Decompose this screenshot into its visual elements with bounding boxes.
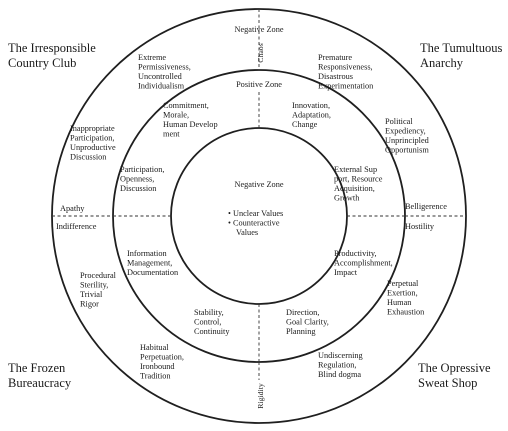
- belligerence-label: Belligerence: [405, 202, 447, 211]
- middle-top-left-text: Commitment, Morale, Human Develop ment: [163, 101, 220, 139]
- chaos-label: Chaos: [256, 43, 265, 63]
- outer-top-left-text: Extreme Permissiveness, Uncontrolled Ind…: [138, 53, 193, 91]
- middle-left-upper-text: Participation, Openness, Discussion: [120, 165, 167, 193]
- apathy-label: Apathy: [60, 204, 85, 213]
- middle-right-lower-text: Productivity, Accomplishment, Impact: [334, 249, 395, 277]
- outer-left-upper-text: Inappropriate Participation, Unproductiv…: [70, 124, 118, 162]
- outer-left-lower-text: Procedural Sterility, Trivial Rigor: [80, 271, 118, 309]
- hostility-label: Hostility: [405, 222, 435, 231]
- middle-bottom-right-text: Direction, Goal Clarity, Planning: [286, 308, 331, 336]
- outer-top-right-text: Premature Responsiveness, Disastrous Exp…: [318, 53, 375, 91]
- middle-bottom-left-text: Stability, Control, Continuity: [194, 308, 230, 336]
- outer-bottom-left-text: Habitual Perpetuation, Ironbound Traditi…: [140, 343, 186, 381]
- top-negative-zone-label: Negative Zone: [234, 25, 283, 34]
- middle-left-lower-text: Information Management, Documentation: [127, 249, 179, 277]
- positive-zone-label: Positive Zone: [236, 80, 282, 89]
- indifference-label: Indifference: [56, 222, 97, 231]
- outer-right-lower-text: Perpetual Exertion, Human Exhaustion: [387, 279, 425, 317]
- outer-bottom-right-text: Undiscerning Regulation, Blind dogma: [318, 351, 365, 379]
- middle-right-upper-text: External Sup port, Resource Acquisition,…: [334, 165, 384, 203]
- center-title: Negative Zone: [234, 180, 283, 189]
- middle-top-right-text: Innovation, Adaptation, Change: [292, 101, 333, 129]
- outer-right-upper-text: Political Expediency, Unprincipled Oppor…: [385, 117, 431, 155]
- center-items: • Unclear Values • Counteractive Values: [228, 209, 285, 237]
- rigidity-label: Rigidity: [256, 383, 265, 409]
